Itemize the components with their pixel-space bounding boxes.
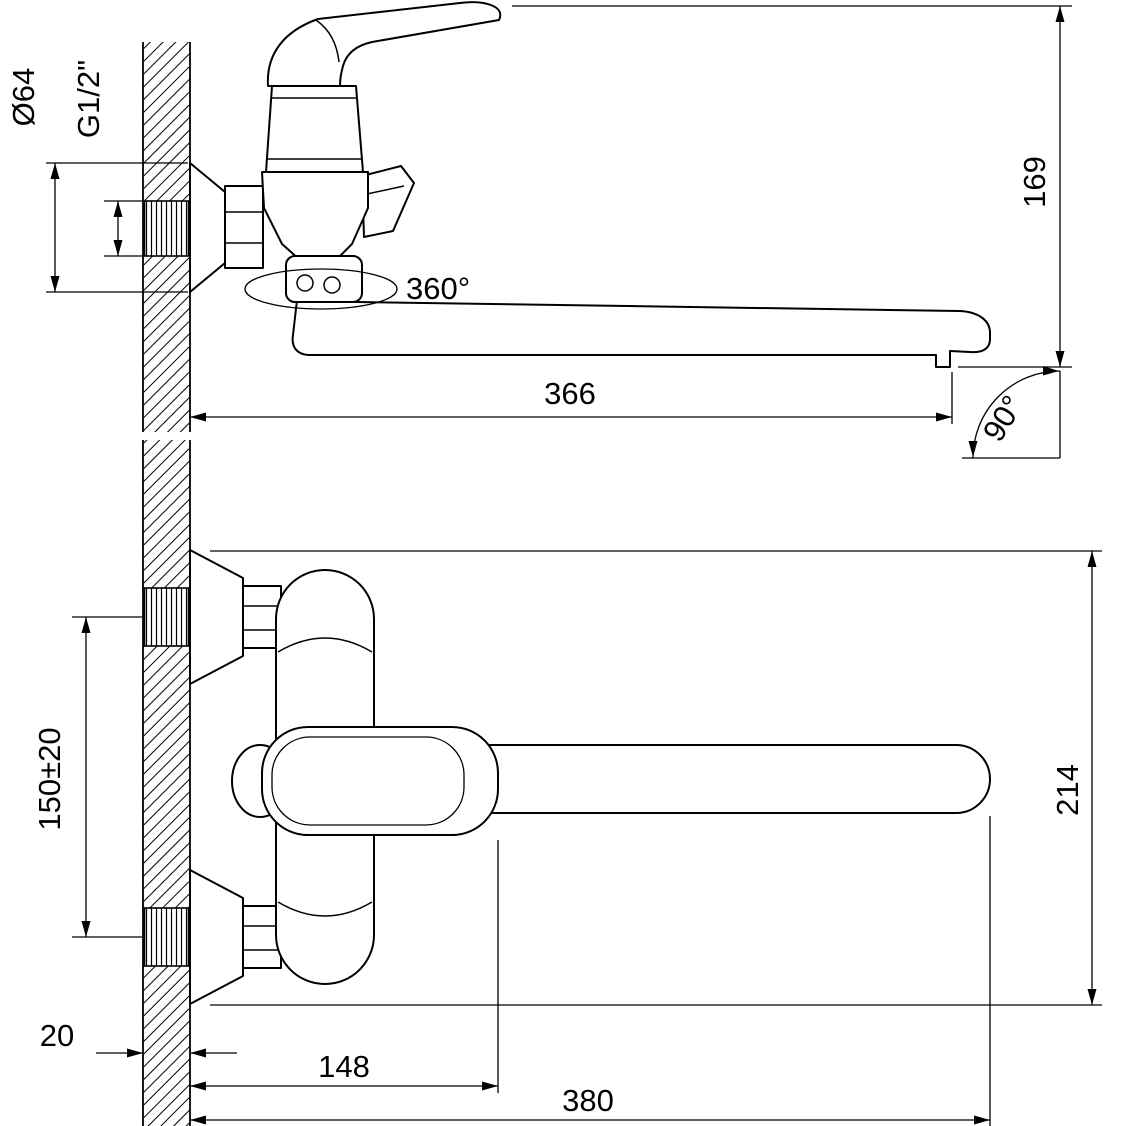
supply-pipe-upper xyxy=(143,587,190,647)
arrowhead-up xyxy=(1087,551,1097,567)
arrowhead-down xyxy=(1055,351,1065,367)
supply-pipe-side xyxy=(143,200,190,257)
wall-hatch-bottom xyxy=(143,440,190,1126)
pipe-outline xyxy=(143,587,190,647)
nut-body xyxy=(242,585,282,649)
arrowhead-arc-bottom xyxy=(968,441,978,457)
pipe-outline xyxy=(143,200,190,257)
lever-blade xyxy=(266,1,502,87)
dim-inlet-spacing-150: 150±20 xyxy=(32,616,142,938)
dim-thread-g12: G1/2" xyxy=(71,60,144,257)
supply-pipe-lower xyxy=(143,907,190,967)
arrowhead-right xyxy=(974,1115,990,1125)
handle-inner-line xyxy=(271,736,465,826)
label-swivel-360: 360° xyxy=(406,271,470,306)
arrowhead-down xyxy=(50,276,60,292)
cartridge-cap xyxy=(265,85,364,173)
nut-body xyxy=(242,905,282,969)
set-screw-hole xyxy=(323,276,341,294)
arrowhead-left xyxy=(190,1081,206,1091)
angle-arc xyxy=(972,370,1061,459)
diverter-shape xyxy=(361,165,415,238)
arrowhead-arc-top xyxy=(1043,366,1059,376)
diverter-detail-line xyxy=(366,185,405,195)
nut-body xyxy=(224,185,264,269)
arrowhead-up xyxy=(1055,6,1065,22)
set-screw-hole xyxy=(296,274,314,292)
swivel-ellipse xyxy=(244,268,398,310)
escutcheon-upper xyxy=(189,549,244,685)
mounting-nut-lower xyxy=(242,905,282,969)
dim-label-angle-90: 90° xyxy=(976,389,1031,447)
arrowhead-right xyxy=(127,1048,143,1058)
lever-detail-line xyxy=(315,19,340,63)
dim-overall-reach-380: 380 xyxy=(190,816,991,1126)
dim-reach-366: 366 xyxy=(190,372,953,424)
arrowhead-up xyxy=(81,617,91,633)
lever-handle-side xyxy=(266,1,502,87)
dim-label-overall-height: 214 xyxy=(1050,764,1085,816)
dim-wall-thickness-20: 20 xyxy=(40,1018,237,1058)
escutcheon-lower xyxy=(189,869,244,1005)
dim-label-thread: G1/2" xyxy=(71,60,106,138)
mounting-nut-side xyxy=(224,185,264,269)
diverter-knob xyxy=(361,165,415,238)
escutcheon-side xyxy=(189,162,226,293)
dim-angle-90: 90° xyxy=(962,366,1061,459)
arrowhead-down xyxy=(1087,989,1097,1005)
arrowhead-right xyxy=(482,1081,498,1091)
cap-body xyxy=(265,85,364,173)
arrowhead-down xyxy=(81,921,91,937)
pipe-outline xyxy=(143,907,190,967)
side-view-faucet xyxy=(143,1,991,368)
plan-view-faucet xyxy=(143,549,991,1005)
handle-outline xyxy=(261,726,499,836)
dim-label-inlet-spacing: 150±20 xyxy=(32,727,67,830)
dim-diameter-64: Ø64 xyxy=(6,68,188,293)
arrowhead-down xyxy=(113,240,123,256)
arrowhead-right xyxy=(936,412,952,422)
valve-body-side xyxy=(261,171,369,261)
lever-handle-plan xyxy=(261,726,499,836)
dim-label-wall-thickness: 20 xyxy=(40,1018,74,1053)
pipe-thread-texture xyxy=(144,908,189,966)
arrowhead-up xyxy=(50,163,60,179)
arrowhead-up xyxy=(113,201,123,217)
dim-label-reach-366: 366 xyxy=(544,376,596,411)
body-detail-arc xyxy=(277,901,373,917)
dim-overall-height-214: 214 xyxy=(210,550,1102,1006)
arrowhead-left xyxy=(190,1048,206,1058)
dim-label-height-169: 169 xyxy=(1017,156,1052,208)
arrowhead-left xyxy=(190,1115,206,1125)
spout-side xyxy=(291,299,991,368)
spout-plan xyxy=(365,744,991,814)
body-detail-arc xyxy=(277,637,373,653)
annotation-swivel-360: 360° xyxy=(406,271,470,306)
dim-handle-reach-148: 148 xyxy=(190,840,499,1093)
dim-height-169: 169 xyxy=(512,5,1072,368)
dim-label-handle-reach: 148 xyxy=(318,1049,370,1084)
pipe-thread-texture xyxy=(144,588,189,646)
mounting-nut-upper xyxy=(242,585,282,649)
arrowhead-left xyxy=(190,412,206,422)
dim-label-diameter-64: Ø64 xyxy=(6,68,41,127)
pipe-thread-texture xyxy=(144,201,189,256)
dim-label-overall-reach: 380 xyxy=(562,1083,614,1118)
